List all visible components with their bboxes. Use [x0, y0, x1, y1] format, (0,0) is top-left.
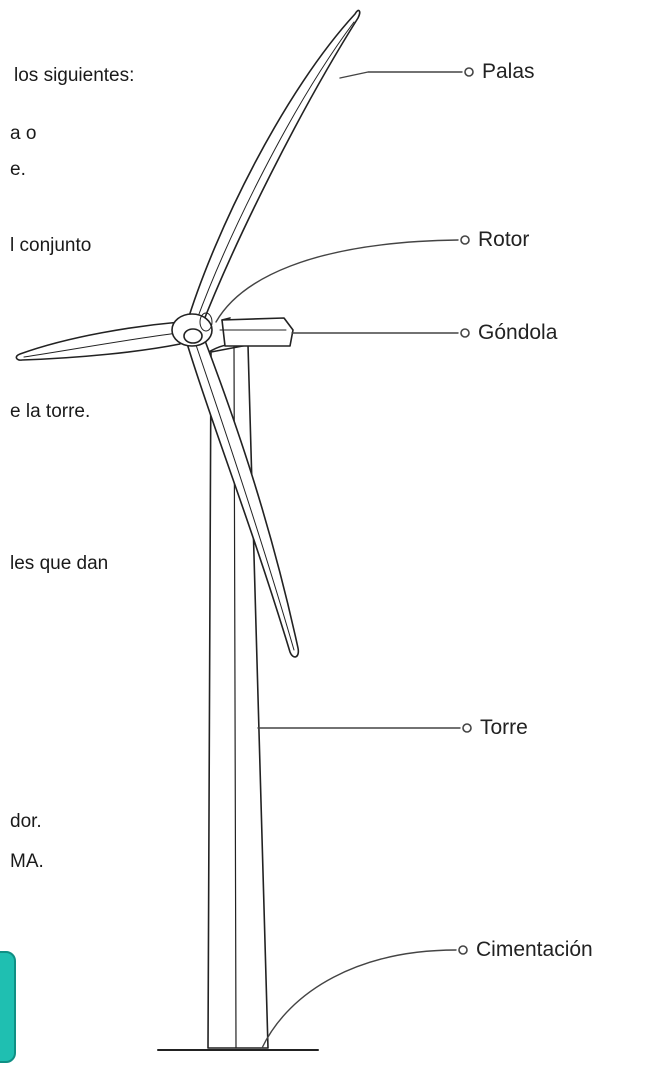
accent-box: [0, 951, 16, 1063]
leader-rotor: [215, 239, 459, 323]
blade-upper: [185, 9, 361, 331]
text-fragment-7: dor.: [10, 811, 42, 832]
text-fragment-5: e la torre.: [10, 401, 91, 422]
leader-cimentacion: [261, 949, 457, 1049]
text-fragment-3: e.: [10, 159, 26, 180]
label-cimentacion: Cimentación: [476, 938, 593, 961]
text-fragment-1: los siguientes:: [14, 65, 135, 86]
text-fragment-2: a o: [10, 123, 37, 144]
text-fragment-6: les que dan: [10, 553, 109, 574]
leader-dot-palas: [464, 67, 474, 77]
label-rotor: Rotor: [478, 228, 530, 251]
label-palas: Palas: [482, 60, 535, 83]
blade-left: [15, 321, 181, 361]
leader-dot-torre: [462, 723, 472, 733]
text-fragment-8: MA.: [10, 851, 44, 872]
label-torre: Torre: [480, 716, 528, 739]
text-fragment-4: l conjunto: [10, 235, 92, 256]
label-gondola: Góndola: [478, 321, 558, 344]
hub: [171, 312, 213, 347]
nacelle: [219, 317, 294, 347]
leader-dot-rotor: [460, 235, 470, 245]
leader-palas: [339, 71, 463, 79]
leader-dot-cimentacion: [458, 945, 468, 955]
leader-dot-gondola: [460, 328, 470, 338]
blade-lower: [185, 337, 300, 658]
